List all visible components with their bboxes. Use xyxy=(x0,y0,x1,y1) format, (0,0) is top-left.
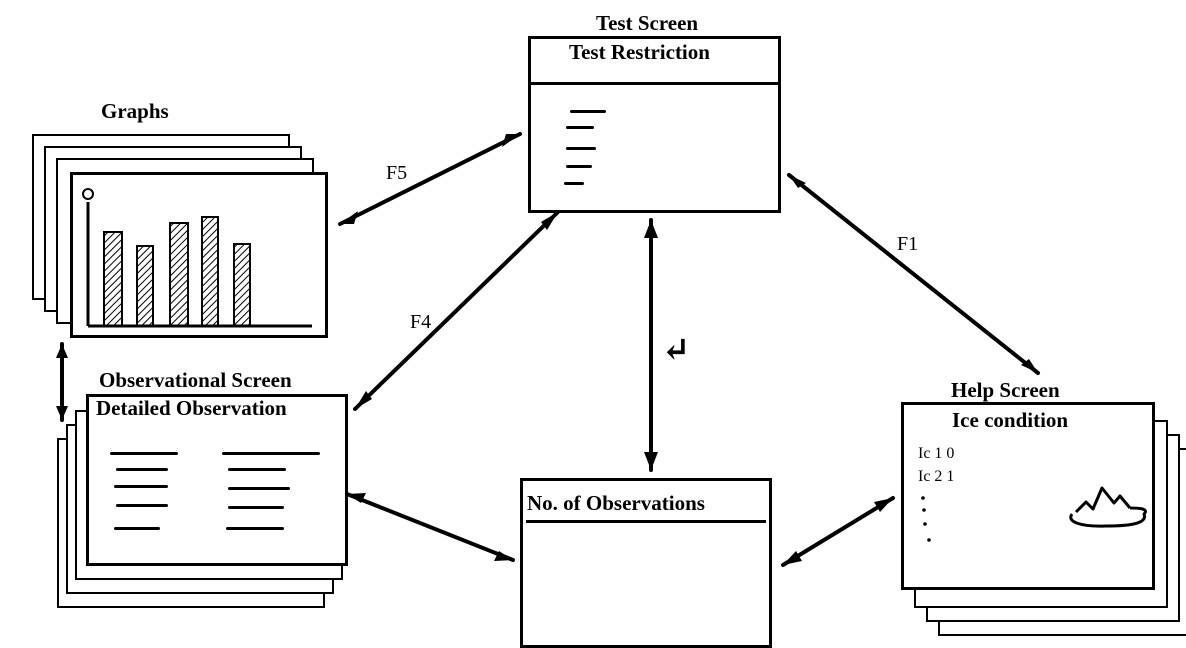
arrowhead xyxy=(502,134,520,147)
arrowhead xyxy=(56,344,68,358)
arrowhead xyxy=(541,212,558,230)
text-line xyxy=(570,110,606,113)
arrow-f1-test-help xyxy=(787,173,1040,375)
text-line xyxy=(226,527,284,530)
arrow-f5-graphs-test xyxy=(338,132,522,226)
text-line xyxy=(566,165,592,168)
arrow-f4-observational-test xyxy=(353,210,560,411)
mini-chart-bar xyxy=(103,231,123,327)
observational-screen-window[interactable] xyxy=(86,394,348,566)
text-line xyxy=(228,487,290,490)
observational-screen-title: Observational Screen xyxy=(99,368,292,392)
observational-screen-subtitle: Detailed Observation xyxy=(96,396,287,420)
text-line xyxy=(114,485,168,488)
help-screen-window[interactable] xyxy=(901,402,1155,590)
arrowhead xyxy=(789,175,806,188)
help-line-2: Ic 2 1 xyxy=(918,468,955,485)
arrowheads xyxy=(56,134,1038,565)
text-line xyxy=(228,506,284,509)
test-screen-title-rule xyxy=(531,82,778,85)
mini-chart-marker xyxy=(82,188,94,200)
help-line-1: Ic 1 0 xyxy=(918,445,955,462)
text-line xyxy=(116,504,168,507)
text-line xyxy=(566,126,594,129)
arrowhead xyxy=(355,391,372,409)
text-line xyxy=(228,468,286,471)
iceberg-icon xyxy=(1069,486,1147,528)
observations-count-title: No. of Observations xyxy=(527,491,705,515)
test-screen-subtitle: Test Restriction xyxy=(569,40,710,64)
connectors xyxy=(60,132,1040,567)
mini-chart-bar xyxy=(136,245,154,327)
text-line xyxy=(114,527,160,530)
arrowhead xyxy=(644,220,658,238)
arrow-observational-count xyxy=(345,492,515,562)
observations-count-window[interactable] xyxy=(520,478,772,648)
mini-chart-bar xyxy=(201,216,219,327)
arrowhead xyxy=(644,452,658,470)
help-ellipsis xyxy=(921,496,931,542)
arrowhead xyxy=(347,493,366,503)
text-line xyxy=(564,182,584,185)
mini-bar-chart xyxy=(82,188,312,328)
mini-chart-bar xyxy=(233,243,251,327)
arrowhead xyxy=(1021,359,1038,373)
key-f5-label: F5 xyxy=(386,162,408,184)
key-f1-label: F1 xyxy=(897,233,919,255)
key-f4-label: F4 xyxy=(410,311,432,333)
arrowhead xyxy=(494,551,513,561)
arrowhead xyxy=(340,211,358,224)
text-line xyxy=(566,147,596,150)
arrowhead xyxy=(783,551,802,565)
arrow-help-count xyxy=(781,496,895,567)
enter-key-icon: ↵ xyxy=(662,332,691,369)
text-line xyxy=(110,452,178,455)
graphs-title: Graphs xyxy=(101,99,169,123)
arrowhead xyxy=(56,406,68,420)
help-screen-title: Help Screen xyxy=(951,378,1060,402)
text-line xyxy=(116,468,168,471)
text-line xyxy=(222,452,320,455)
observations-count-title-rule xyxy=(526,520,766,523)
arrowhead xyxy=(874,498,893,512)
mini-chart-bar xyxy=(169,222,189,327)
help-screen-subtitle: Ice condition xyxy=(952,408,1069,432)
test-screen-title: Test Screen xyxy=(596,11,699,35)
